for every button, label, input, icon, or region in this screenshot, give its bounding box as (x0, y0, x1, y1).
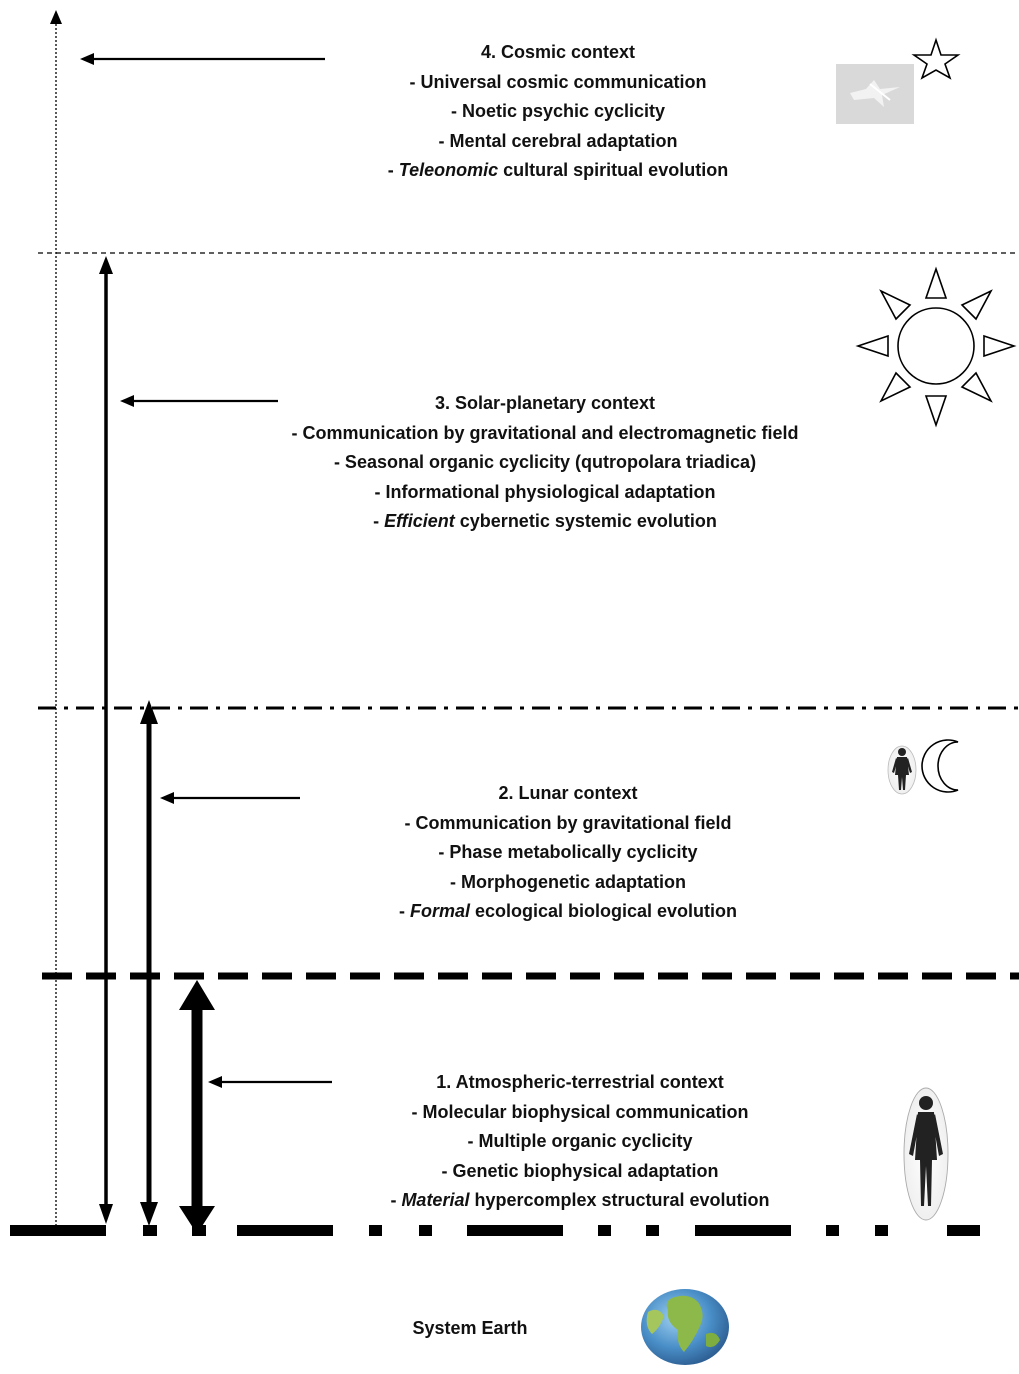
context-item-prefix: - (398, 901, 410, 921)
context-item: - Efficient cybernetic systemic evolutio… (195, 507, 895, 537)
context-item-suffix: cybernetic systemic evolution (454, 511, 717, 531)
cosmic-extent-arrow (50, 10, 62, 1226)
context-item-emphasis: Teleonomic (398, 160, 499, 180)
earth-globe-icon (641, 1289, 729, 1365)
context-item: - Communication by gravitational and ele… (291, 422, 799, 443)
context-item: - Informational physiological adaptation (374, 481, 716, 502)
solar-extent-arrow (99, 256, 113, 1224)
context-item: - Morphogenetic adaptation (450, 871, 686, 892)
context-title: 3. Solar-planetary context (434, 393, 656, 413)
context-item: - Multiple organic cyclicity (467, 1131, 693, 1151)
context-item-prefix: - (373, 511, 385, 531)
human-figure-large-icon (903, 1087, 949, 1221)
context-item-prefix: - (387, 160, 399, 180)
sun-icon (855, 266, 1017, 428)
system-earth-label: System Earth (412, 1318, 528, 1338)
lunar-extent-arrow (140, 700, 158, 1226)
context-item-suffix: ecological biological evolution (469, 901, 738, 921)
context-item-emphasis: Material (401, 1190, 470, 1210)
human-figure-small-icon (887, 745, 917, 795)
context-item-suffix: cultural spiritual evolution (498, 160, 729, 180)
star-icon (911, 37, 961, 80)
context-title: 2. Lunar context (498, 783, 638, 803)
ground-line (10, 1225, 980, 1236)
pointer-arrow-atmospheric (208, 1076, 332, 1088)
context-title: 1. Atmospheric-terrestrial context (436, 1072, 724, 1092)
moon-icon (921, 739, 959, 793)
context-item: - Phase metabolically cyclicity (438, 842, 698, 862)
context-item: - Mental cerebral adaptation (438, 130, 678, 151)
pointer-arrow-lunar (160, 792, 300, 804)
atmospheric-terrestrial-context-block: 1. Atmospheric-terrestrial context - Mole… (230, 1068, 930, 1216)
context-item-prefix: - (390, 1190, 402, 1210)
context-item-suffix: hypercomplex structural evolution (469, 1190, 770, 1210)
context-title: 4. Cosmic context (480, 42, 636, 62)
context-item: - Formal ecological biological evolution (218, 897, 918, 927)
context-item: - Genetic biophysical adaptation (441, 1160, 719, 1181)
atmospheric-extent-arrow (179, 980, 215, 1234)
context-item: - Material hypercomplex structural evolu… (230, 1186, 930, 1216)
context-item: - Noetic psychic cyclicity (450, 101, 666, 121)
context-item: - Teleonomic cultural spiritual evolutio… (218, 156, 898, 186)
pointer-arrow-solar (120, 395, 278, 407)
pointer-arrow-cosmic (80, 53, 325, 65)
context-item: - Universal cosmic communication (409, 71, 707, 92)
cosmic-context-block: 4. Cosmic context - Universal cosmic comm… (218, 38, 898, 186)
context-item-emphasis: Efficient (384, 511, 455, 531)
context-item-emphasis: Formal (409, 901, 470, 921)
lunar-context-block: 2. Lunar context - Communication by gravi… (218, 779, 918, 927)
context-item: - Molecular biophysical communication (411, 1101, 749, 1122)
satellite-photo-icon (836, 64, 914, 124)
solar-planetary-context-block: 3. Solar-planetary context - Communicatio… (195, 389, 895, 537)
context-item: - Seasonal organic cyclicity (qutropolar… (333, 452, 757, 472)
context-item: - Communication by gravitational field (404, 812, 732, 833)
